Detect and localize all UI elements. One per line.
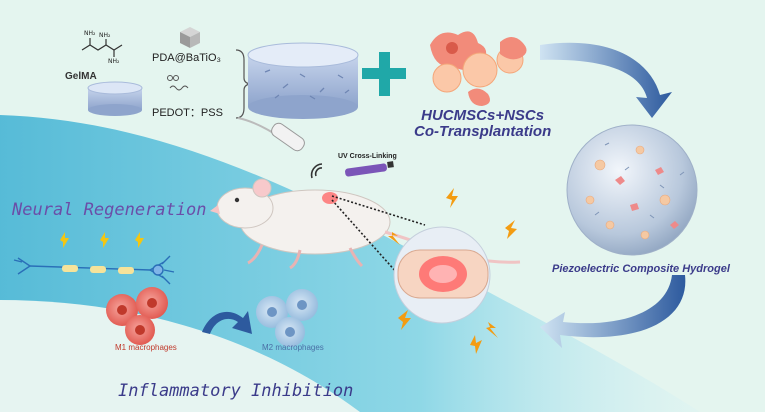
arrow-to-hydrogel [540,42,672,118]
spinal-cord-closeup [393,226,491,324]
m1-macrophage-cells [106,287,168,345]
gelma-molecule-icon [81,38,123,57]
zoom-lines [331,195,431,311]
inflammatory-inhibition-label: Inflammatory Inhibition [118,381,354,401]
m2-macrophage-cells [256,289,318,347]
amine-label-3: NH₂ [108,58,120,65]
myelin-sheath [62,265,134,274]
hydrogel-disc-icon [247,42,359,119]
m2-macrophages-label: M2 macrophages [262,343,324,352]
stem-cells-icon [430,31,527,106]
amine-label-1: NH₂ [84,30,96,37]
rat-icon [210,178,521,270]
cell-transplant-line2: Co-Transplantation [414,123,552,140]
wireless-signal-icon [310,163,323,179]
lightning-icons [388,188,517,354]
hydrogel-sphere-icon [566,124,698,256]
neural-regeneration-label: Neural Regeneration [12,200,207,220]
m1-macrophages-label: M1 macrophages [115,343,177,352]
ultrasound-probe-icon [237,117,305,152]
amine-label-2: NH₂ [99,32,111,39]
pedot-pss-label: PEDOT：PSS [152,107,223,119]
cell-transplant-line1: HUCMSCs+NSCs [421,107,545,124]
gelma-label: GelMA [65,71,97,82]
piezoelectric-hydrogel-label: Piezoelectric Composite Hydrogel [552,263,730,275]
injury-site [322,192,338,204]
uv-crosslinking-label: UV Cross-Linking [338,153,397,160]
polarization-arrow [202,311,252,334]
batio3-cube-icon [180,27,200,48]
arrow-to-injury [540,275,686,348]
plus-icon [362,52,406,96]
lower-band [0,300,360,412]
neuron-lightning-icons [60,232,144,248]
pda-batio3-label: PDA@BaTiO₃ [152,52,222,64]
cell-transplant-label: HUCMSCs+NSCs Co-Transplantation [414,108,551,140]
uv-lamp-icon [345,161,394,177]
pedot-pss-icon [167,75,189,91]
gelma-disc-icon [87,81,143,116]
